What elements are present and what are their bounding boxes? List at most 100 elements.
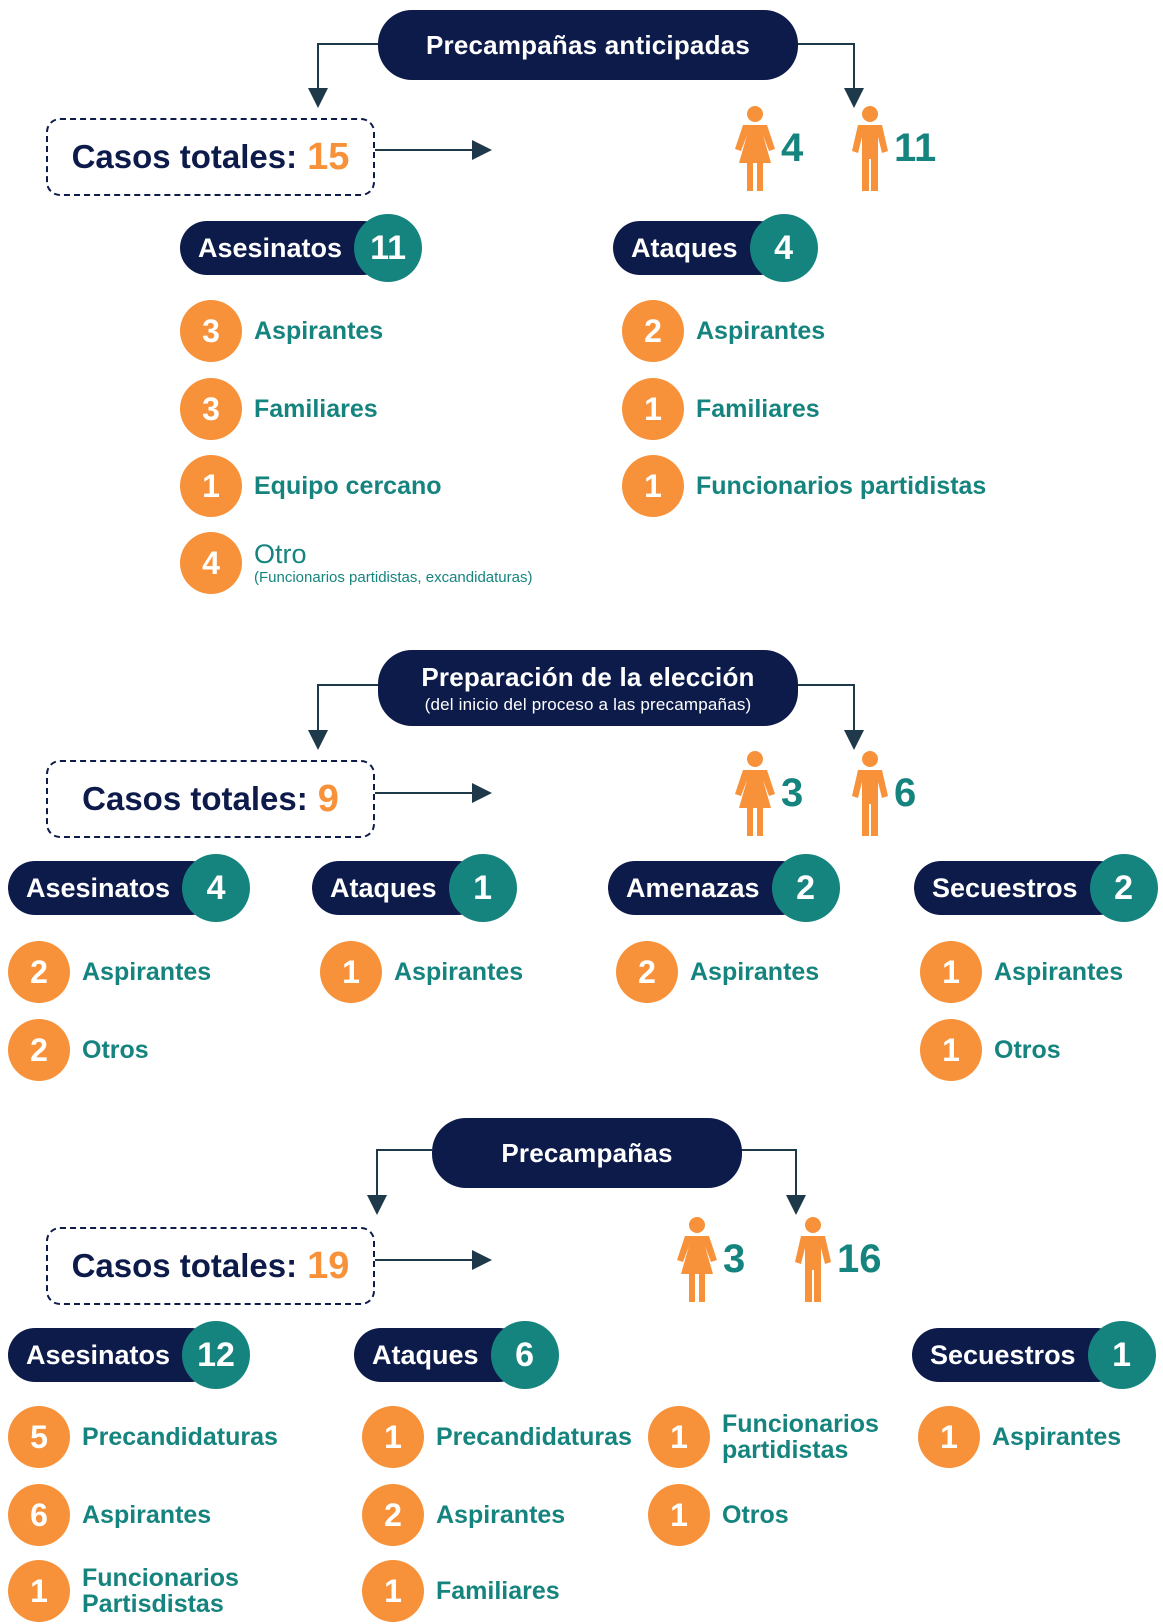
item-count: 1 [320,941,382,1003]
item-count: 1 [920,941,982,1003]
category-count: 1 [1087,1321,1156,1389]
total-cases-box: Casos totales: 15 [46,118,375,196]
item-count: 1 [648,1406,710,1468]
category-ataques: Ataques 4 [613,214,818,282]
total-cases-box: Casos totales: 19 [46,1227,375,1305]
item-count: 2 [616,941,678,1003]
total-cases-box: Casos totales: 9 [46,760,375,838]
women-count: 3 [677,1216,745,1302]
item-label: Familiares [696,394,820,423]
list-item: 2 Aspirantes [616,941,819,1003]
category-secuestros: Secuestros 2 [914,854,1158,922]
man-icon [795,1216,831,1302]
item-label: Precandidaturas [436,1422,632,1451]
list-item: 1 Funcionarios Partisdistas [8,1560,242,1622]
item-label: Otros [82,1035,149,1064]
list-item: 1 Equipo cercano [180,455,442,517]
women-count: 4 [735,105,803,191]
item-count: 4 [180,532,242,594]
item-label: Aspirantes [696,316,826,345]
total-cases-value: 15 [307,135,350,178]
men-count-value: 11 [894,125,937,170]
men-count: 6 [852,750,916,836]
total-cases-value: 19 [307,1244,350,1287]
section-title: Precampañas anticipadas [426,29,750,60]
item-count: 1 [918,1406,980,1468]
section-title-precampanas-anticipadas: Precampañas anticipadas [378,10,798,80]
list-item: 1 Precandidaturas [362,1406,632,1468]
women-count: 3 [735,750,803,836]
list-item: 1 Aspirantes [920,941,1123,1003]
item-label: Aspirantes [992,1422,1122,1451]
category-ataques: Ataques 1 [312,854,517,922]
men-count: 11 [852,105,936,191]
item-count: 2 [8,1019,70,1081]
item-count: 1 [648,1484,710,1546]
section-title: Preparación de la elección [421,661,755,692]
item-label: Aspirantes [82,957,212,986]
list-item: 1 Aspirantes [918,1406,1121,1468]
list-item: 1 Familiares [622,378,820,440]
category-ataques: Ataques 6 [354,1321,559,1389]
item-count: 1 [8,1560,70,1622]
category-count: 2 [1089,854,1158,922]
item-count: 3 [180,378,242,440]
category-label: Asesinatos [180,221,391,275]
list-item: 1 Otros [648,1484,789,1546]
item-count: 2 [622,300,684,362]
item-count: 1 [920,1019,982,1081]
category-label: Secuestros [914,861,1126,915]
item-label: Aspirantes [254,316,384,345]
section-title: Precampañas [501,1137,673,1168]
men-count-value: 6 [894,770,917,815]
category-count: 2 [771,854,840,922]
list-item: 1 Funcionarios partidistas [648,1406,882,1468]
category-count: 4 [182,854,251,922]
section-title-preparacion: Preparación de la elección (del inicio d… [378,650,798,726]
woman-icon [735,750,775,836]
list-item: 6 Aspirantes [8,1484,211,1546]
category-asesinatos: Asesinatos 11 [180,214,423,282]
item-label: Precandidaturas [82,1422,278,1451]
total-cases-label: Casos totales: [82,780,308,817]
item-count: 1 [622,378,684,440]
woman-icon [735,105,775,191]
category-count: 4 [749,214,818,282]
section-subtitle: (del inicio del proceso a las precampaña… [424,694,752,714]
category-count: 11 [354,214,423,282]
item-count: 1 [362,1406,424,1468]
category-asesinatos: Asesinatos 12 [8,1321,251,1389]
list-item: 3 Aspirantes [180,300,383,362]
item-count: 1 [362,1560,424,1622]
woman-icon [677,1216,717,1302]
list-item: 1 Otros [920,1019,1061,1081]
item-label: Funcionarios partidistas [696,471,987,500]
item-label: Aspirantes [394,957,524,986]
item-count: 2 [8,941,70,1003]
item-count: 1 [180,455,242,517]
total-cases-label: Casos totales: [71,1247,298,1284]
list-item: 3 Familiares [180,378,378,440]
item-count: 6 [8,1484,70,1546]
women-count-value: 4 [781,125,804,170]
item-label: Aspirantes [994,957,1124,986]
list-item: 1 Funcionarios partidistas [622,455,986,517]
man-icon [852,105,888,191]
item-label: Otro [254,539,307,570]
total-cases-label: Casos totales: [71,138,298,175]
item-note: (Funcionarios partidistas, excandidatura… [254,568,533,586]
item-count: 3 [180,300,242,362]
list-item: 2 Aspirantes [622,300,825,362]
item-label: Funcionarios Partisdistas [82,1563,239,1618]
list-item: 5 Precandidaturas [8,1406,278,1468]
list-item: 2 Otros [8,1019,149,1081]
item-label: Funcionarios partidistas [722,1409,879,1464]
item-count: 5 [8,1406,70,1468]
category-secuestros: Secuestros 1 [912,1321,1156,1389]
item-label: Aspirantes [436,1500,566,1529]
category-count: 12 [182,1321,251,1389]
category-amenazas: Amenazas 2 [608,854,840,922]
item-label-group: Otro (Funcionarios partidistas, excandid… [254,539,533,586]
item-label: Otros [994,1035,1061,1064]
